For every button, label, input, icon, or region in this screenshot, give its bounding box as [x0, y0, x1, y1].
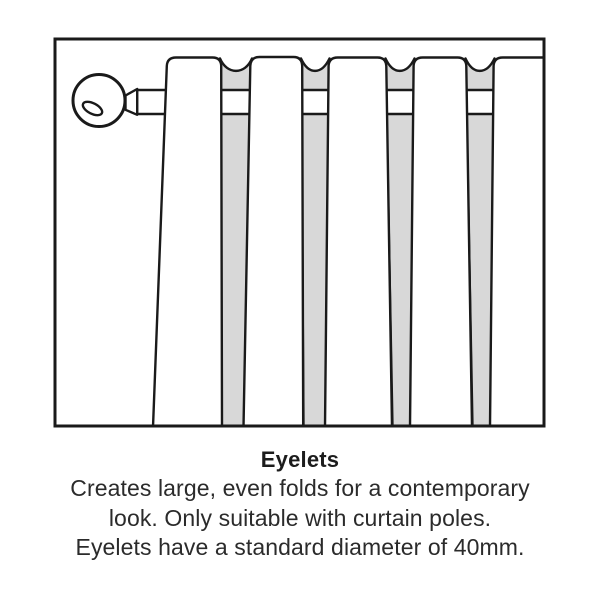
front-folds: [151, 55, 543, 425]
pole-finial-icon: [71, 73, 139, 128]
curtain-fold: [151, 56, 224, 425]
curtain-fold: [242, 55, 305, 425]
curtain-eyelets-illustration: [53, 37, 546, 428]
frame-border: [53, 37, 546, 428]
finial-ball: [71, 73, 127, 128]
caption-title: Eyelets: [260, 447, 340, 472]
curtain-fold: [408, 56, 474, 425]
caption-line: look. Only suitable with curtain poles.: [108, 504, 492, 531]
curtain-fold: [323, 56, 394, 425]
finial-neck: [124, 87, 139, 116]
caption-line: Eyelets have a standard diameter of 40mm…: [75, 534, 525, 560]
finial-highlight: [81, 100, 104, 117]
caption-line: Creates large, even folds for a contempo…: [70, 475, 530, 501]
caption: Eyelets Creates large, even folds for a …: [0, 446, 600, 563]
curtain-fold: [488, 56, 543, 425]
